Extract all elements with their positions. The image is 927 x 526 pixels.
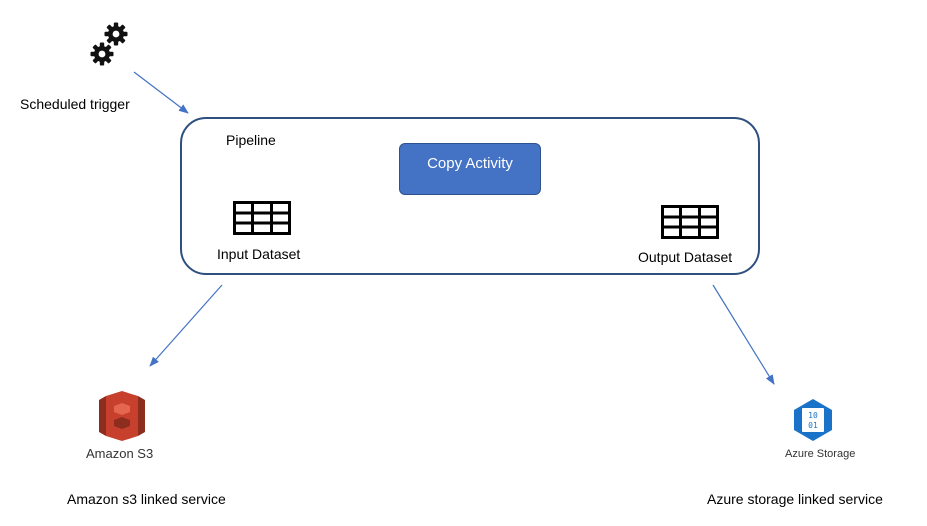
input-dataset-label: Input Dataset bbox=[217, 246, 301, 262]
amazon-s3-icon bbox=[99, 391, 145, 441]
trigger-label: Scheduled trigger bbox=[20, 96, 130, 112]
pipeline-label: Pipeline bbox=[226, 132, 276, 148]
azure-linked-service-label: Azure storage linked service bbox=[707, 491, 883, 507]
pipeline-to-azure-arrow bbox=[712, 284, 775, 385]
gears-icon bbox=[90, 22, 128, 66]
azure-icon-text-top: 10 bbox=[808, 411, 818, 420]
output-dataset-label: Output Dataset bbox=[638, 249, 733, 265]
copy-activity-node[interactable]: Copy Activity bbox=[399, 143, 541, 195]
output-table-icon bbox=[661, 205, 719, 239]
azure-icon-text-bottom: 01 bbox=[808, 421, 818, 430]
s3-logo-text: Amazon S3 bbox=[86, 446, 154, 461]
input-table-icon bbox=[233, 201, 291, 235]
pipeline-to-s3-arrow bbox=[149, 284, 223, 367]
s3-linked-service-label: Amazon s3 linked service bbox=[67, 491, 226, 507]
azure-storage-icon: 10 01 bbox=[794, 399, 832, 441]
trigger-to-pipeline-arrow bbox=[133, 71, 189, 114]
azure-logo-text: Azure Storage bbox=[785, 448, 856, 460]
